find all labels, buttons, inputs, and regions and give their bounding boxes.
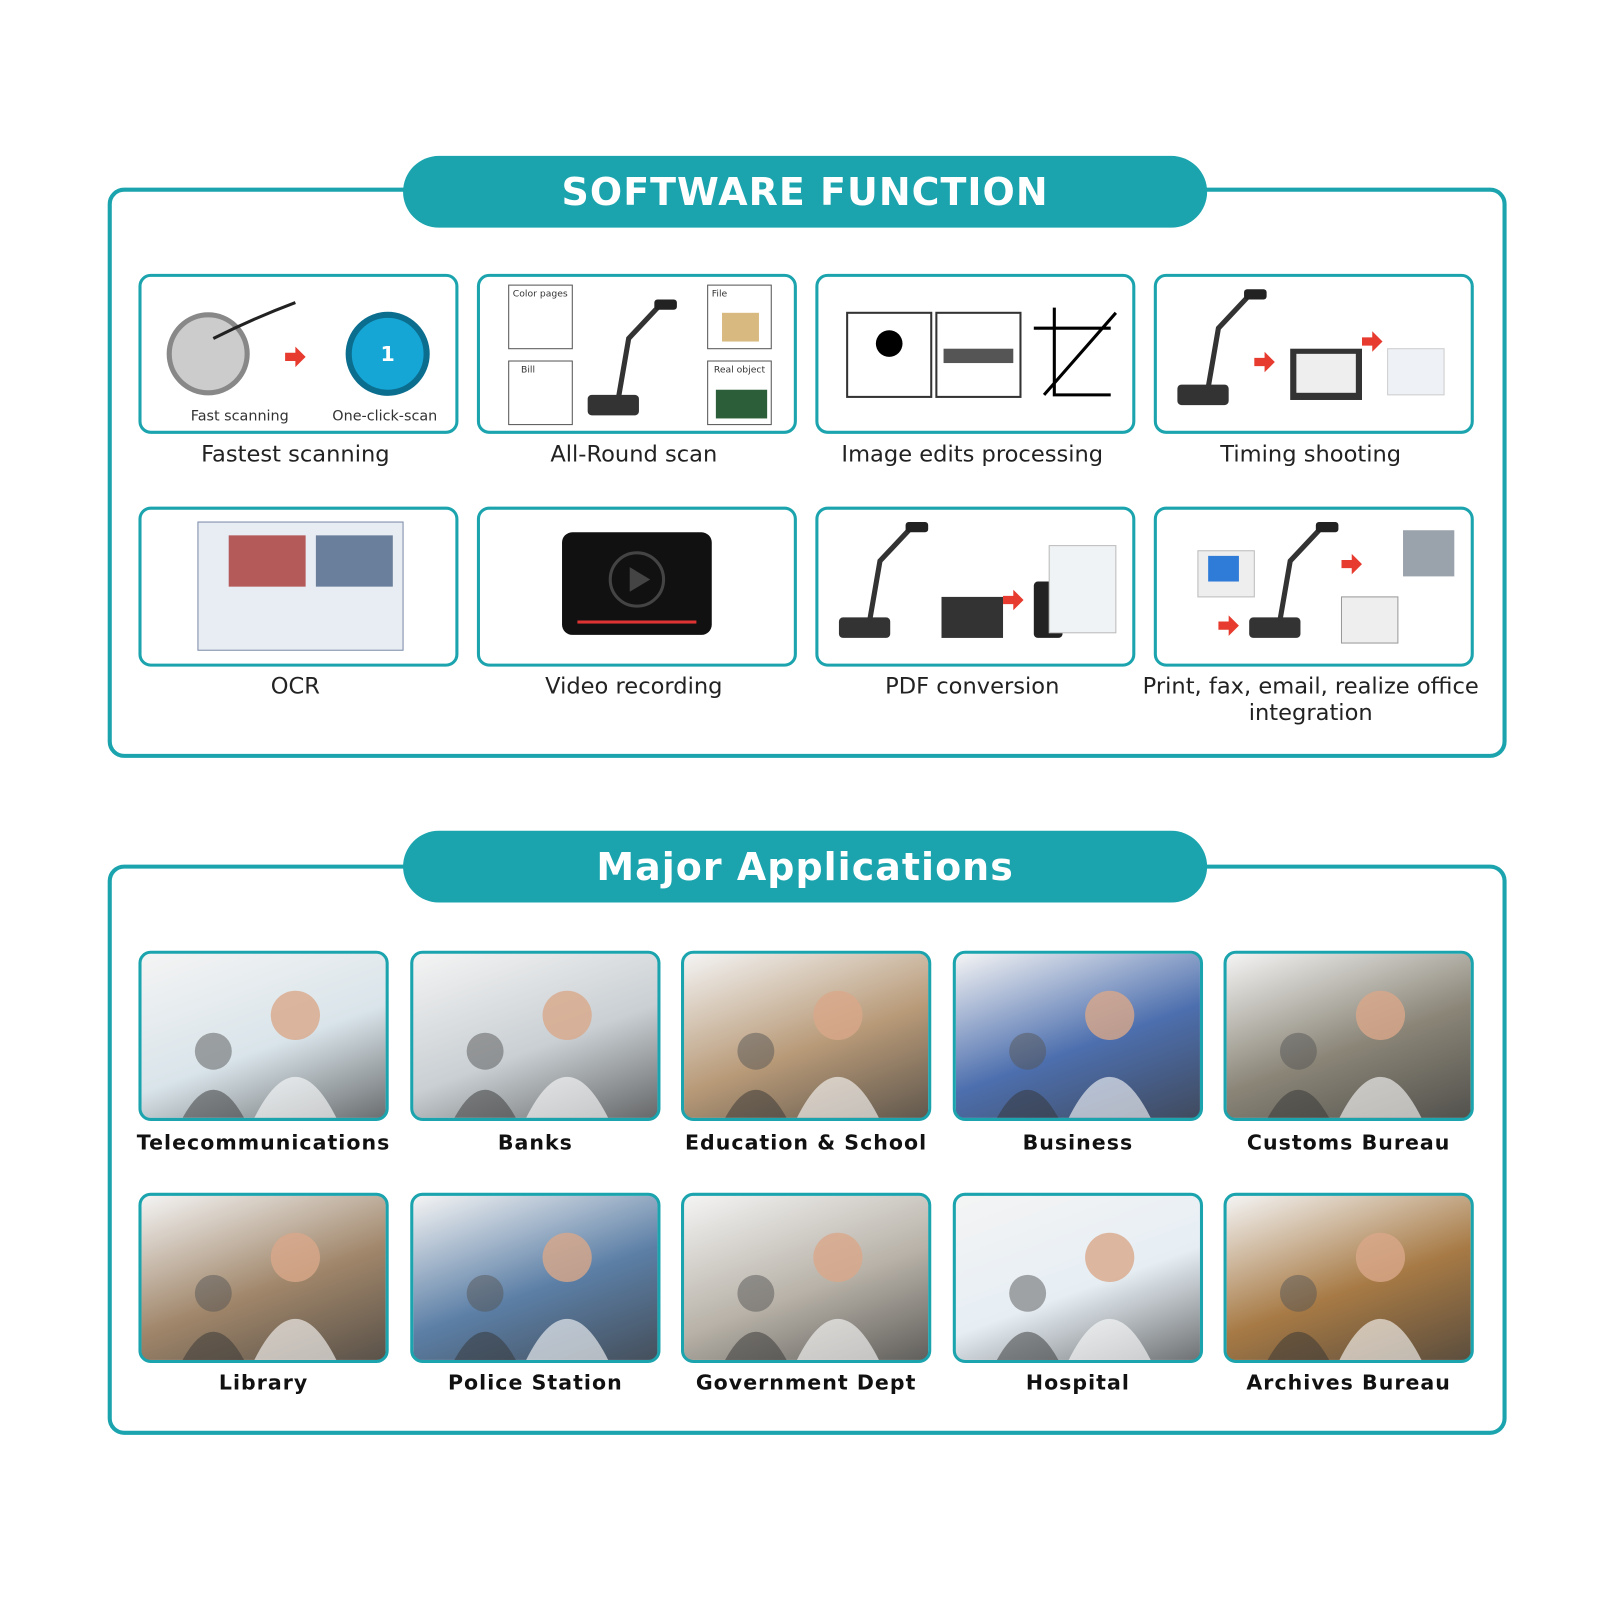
application-label-customs-bureau: Customs Bureau — [1246, 1130, 1451, 1155]
application-label-library: Library — [218, 1370, 309, 1395]
all-round-caption-0: Color pages — [512, 289, 568, 300]
photo-telecommunications — [138, 950, 389, 1121]
feature-label-fastest-scanning: Fastest scanning — [201, 442, 390, 468]
application-label-police-station: Police Station — [447, 1370, 623, 1395]
all-round-caption-2: Bill — [521, 365, 536, 376]
photo-banks — [410, 950, 661, 1121]
software-function-title: SOFTWARE FUNCTION — [403, 155, 1208, 228]
ocr-illustration — [197, 521, 404, 651]
video-recording-illustration — [562, 532, 712, 635]
office-integration-illustration — [1197, 522, 1455, 644]
feature-card-office-integration — [1153, 506, 1474, 667]
application-label-government-dept: Government Dept — [695, 1370, 917, 1395]
feature-label-video-recording: Video recording — [545, 673, 723, 700]
application-label-business: Business — [1022, 1130, 1134, 1155]
image-edits-processing-illustration — [846, 307, 1118, 398]
feature-label-image-edits-processing: Image edits processing — [841, 442, 1104, 468]
photo-customs-bureau — [1223, 950, 1474, 1121]
photo-business — [952, 950, 1204, 1121]
application-label-hospital: Hospital — [1025, 1370, 1130, 1395]
photo-government-dept — [680, 1192, 932, 1364]
fastest-scanning-illustration: 1 — [166, 301, 430, 396]
photo-education-school — [680, 950, 932, 1121]
application-label-telecommunications: Telecommunications — [136, 1130, 391, 1155]
all-round-caption-1: File — [711, 289, 728, 300]
photo-archives-bureau — [1223, 1192, 1474, 1364]
photo-library — [138, 1192, 389, 1364]
application-label-archives-bureau: Archives Bureau — [1246, 1370, 1451, 1395]
feature-label-ocr: OCR — [270, 673, 320, 700]
photo-hospital — [952, 1192, 1204, 1364]
svg-text:1: 1 — [381, 342, 395, 366]
application-label-banks: Banks — [497, 1130, 573, 1155]
photo-police-station — [410, 1192, 661, 1364]
fast-scanning-caption: Fast scanning — [190, 408, 289, 425]
feature-label-all-round-scan: All-Round scan — [550, 442, 718, 468]
feature-card-ocr — [138, 506, 459, 667]
feature-card-video-recording — [476, 506, 797, 667]
timing-shooting-illustration — [1177, 289, 1445, 406]
feature-card-timing-shooting — [1153, 273, 1474, 434]
all-round-scan-illustration — [508, 284, 772, 426]
feature-label-office-integration: Print, fax, email, realize office integr… — [1142, 673, 1479, 727]
major-applications-title: Major Applications — [403, 830, 1208, 903]
feature-label-timing-shooting: Timing shooting — [1220, 442, 1402, 468]
feature-label-pdf-conversion: PDF conversion — [885, 673, 1060, 700]
pdf-conversion-illustration — [838, 522, 1117, 638]
one-click-scan-caption: One-click-scan — [332, 408, 438, 425]
application-label-education-school: Education & School — [685, 1130, 928, 1155]
feature-card-pdf-conversion — [815, 506, 1136, 667]
feature-card-image-edits-processing — [815, 273, 1136, 434]
all-round-caption-3: Real object — [713, 365, 766, 376]
